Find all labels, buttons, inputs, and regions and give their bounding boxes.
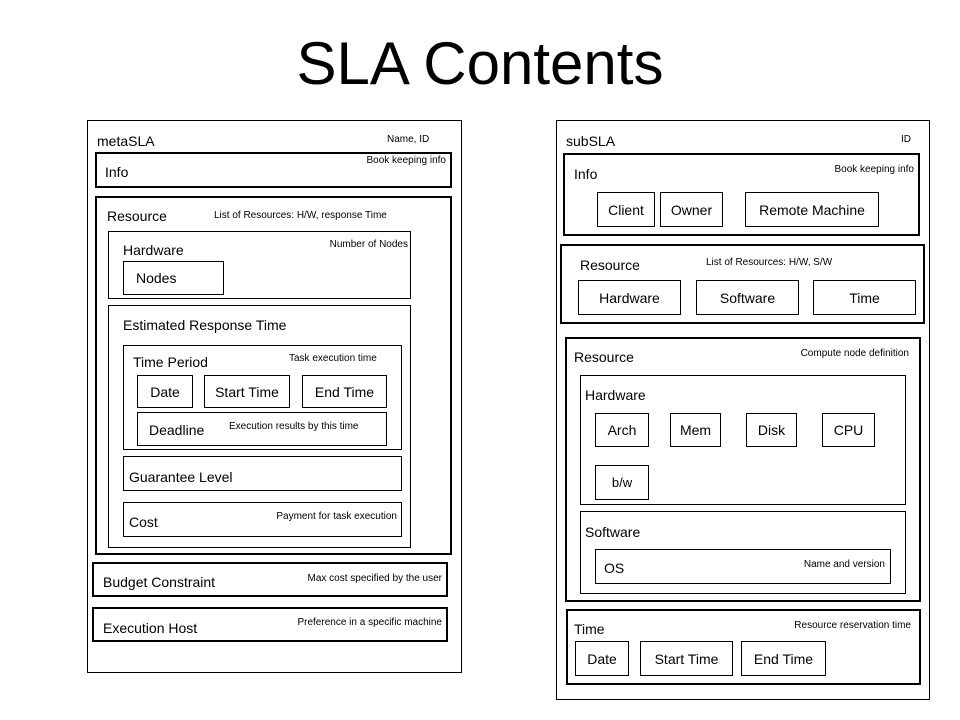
meta-info-note: Book keeping info [366, 155, 446, 166]
meta-exec-host-label: Execution Host [103, 620, 198, 636]
sub-cpu-cell: CPU [822, 413, 875, 447]
meta-cost-box: Cost Payment for task execution [123, 502, 402, 537]
meta-exec-host-note: Preference in a specific machine [297, 617, 442, 628]
meta-time-period-label: Time Period [133, 354, 208, 370]
meta-budget-label: Budget Constraint [103, 574, 216, 590]
sub-os-box: OS Name and version [595, 549, 891, 584]
sub-software-label: Software [585, 524, 641, 540]
sub-time-note: Resource reservation time [794, 620, 911, 631]
sub-start-time-cell: Start Time [640, 641, 733, 676]
meta-cost-note: Payment for task execution [276, 511, 397, 522]
meta-guarantee-label: Guarantee Level [129, 469, 233, 485]
meta-info-box: Info Book keeping info [95, 152, 452, 188]
sub-time-cell: Time [813, 280, 916, 315]
sub-hardware-label: Hardware [585, 387, 646, 403]
slide-title: SLA Contents [296, 30, 664, 97]
sub-resource-compute-note: Compute node definition [800, 348, 909, 359]
sub-arch-cell: Arch [595, 413, 649, 447]
sub-remote-machine-cell: Remote Machine [745, 192, 879, 227]
meta-end-time-cell: End Time [302, 375, 387, 408]
sub-client-cell: Client [597, 192, 655, 227]
sub-sla-label: subSLA [566, 133, 616, 149]
meta-budget-note: Max cost specified by the user [307, 573, 442, 584]
meta-time-period-note: Task execution time [289, 353, 377, 364]
meta-date-cell: Date [137, 375, 193, 408]
sub-os-note: Name and version [803, 559, 885, 570]
sub-hardware-cell: Hardware [578, 280, 681, 315]
sub-info-note: Book keeping info [834, 164, 914, 175]
meta-hardware-label: Hardware [123, 242, 184, 258]
sub-mem-cell: Mem [670, 413, 721, 447]
sub-bw-cell: b/w [595, 465, 649, 500]
sub-os-label: OS [604, 560, 625, 576]
meta-guarantee-box: Guarantee Level [123, 456, 402, 491]
meta-ert-label: Estimated Response Time [123, 317, 287, 333]
meta-sla-label: metaSLA [97, 133, 155, 149]
meta-sla-note: Name, ID [387, 134, 430, 145]
meta-deadline-box: Deadline Execution results by this time [137, 412, 387, 446]
sub-time-label: Time [574, 621, 605, 637]
sub-resource-note: List of Resources: H/W, S/W [706, 257, 833, 268]
sub-end-time-cell: End Time [741, 641, 826, 676]
meta-resource-note: List of Resources: H/W, response Time [214, 210, 387, 221]
meta-hardware-note: Number of Nodes [329, 239, 408, 250]
meta-exec-host-box: Execution Host Preference in a specific … [92, 607, 448, 642]
sub-owner-cell: Owner [660, 192, 723, 227]
sub-info-label: Info [574, 166, 598, 182]
meta-nodes-cell: Nodes [123, 261, 224, 295]
sub-software-cell: Software [696, 280, 799, 315]
meta-start-time-cell: Start Time [204, 375, 290, 408]
sub-resource-label: Resource [580, 257, 640, 273]
sub-sla-note: ID [901, 134, 911, 145]
meta-budget-box: Budget Constraint Max cost specified by … [92, 562, 448, 597]
sub-disk-cell: Disk [746, 413, 797, 447]
meta-deadline-note: Execution results by this time [229, 421, 359, 432]
sub-resource-compute-label: Resource [574, 349, 634, 365]
sub-date-cell: Date [575, 641, 629, 676]
meta-deadline-label: Deadline [149, 422, 205, 438]
meta-cost-label: Cost [129, 514, 158, 530]
meta-resource-label: Resource [107, 208, 167, 224]
meta-info-label: Info [105, 164, 129, 180]
